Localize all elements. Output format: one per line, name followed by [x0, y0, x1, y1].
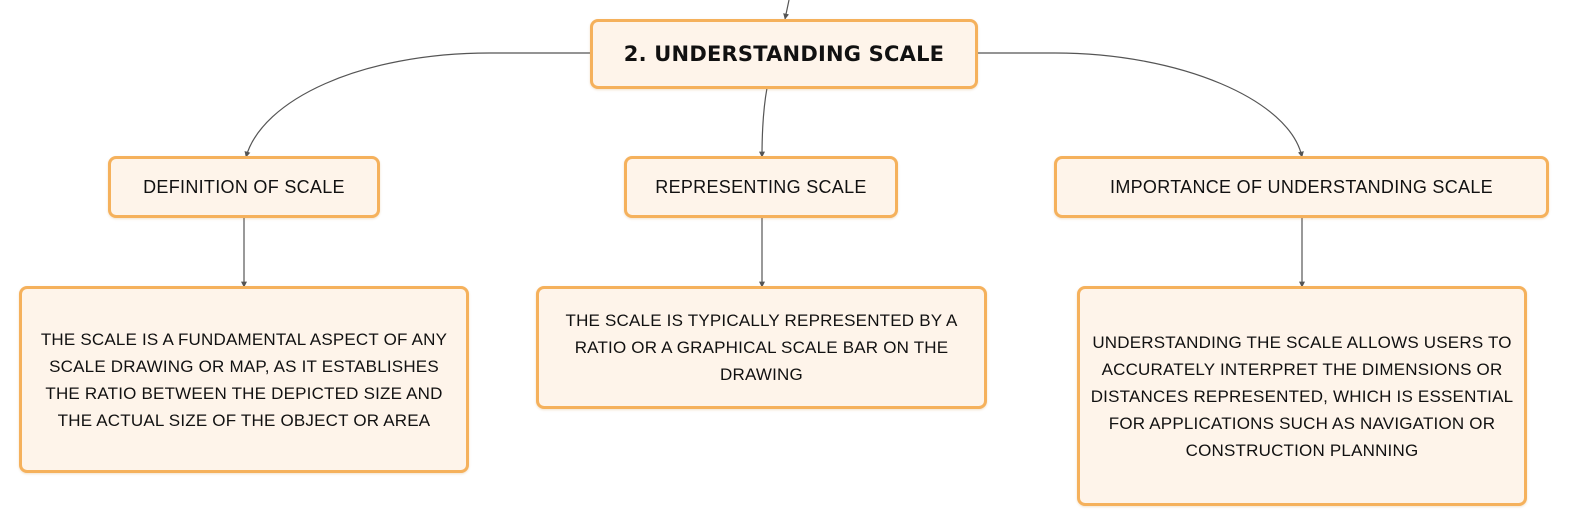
detail-text-representing: THE SCALE IS TYPICALLY REPRESENTED BY A … [565, 311, 958, 384]
connector-incoming [783, 0, 790, 20]
detail-node-representing[interactable]: THE SCALE IS TYPICALLY REPRESENTED BY A … [536, 286, 987, 409]
detail-text-importance: UNDERSTANDING THE SCALE ALLOWS USERS TO … [1090, 332, 1514, 460]
branch-label-importance: IMPORTANCE OF UNDERSTANDING SCALE [1110, 176, 1493, 197]
detail-node-definition[interactable]: THE SCALE IS A FUNDAMENTAL ASPECT OF ANY… [19, 286, 469, 473]
branch-node-representing[interactable]: REPRESENTING SCALE [624, 156, 898, 218]
connector-root-to-representing [759, 87, 768, 158]
detail-text-definition: THE SCALE IS A FUNDAMENTAL ASPECT OF ANY… [40, 329, 448, 430]
branch-node-importance[interactable]: IMPORTANCE OF UNDERSTANDING SCALE [1054, 156, 1549, 218]
connector-root-to-definition [244, 52, 591, 158]
root-node[interactable]: 2. UNDERSTANDING SCALE [590, 19, 978, 89]
detail-node-importance[interactable]: UNDERSTANDING THE SCALE ALLOWS USERS TO … [1077, 286, 1527, 506]
branch-label-definition: DEFINITION OF SCALE [143, 176, 345, 197]
connector-root-to-importance [977, 52, 1304, 158]
root-node-label: 2. UNDERSTANDING SCALE [623, 42, 945, 66]
branch-label-representing: REPRESENTING SCALE [655, 176, 867, 197]
branch-node-definition[interactable]: DEFINITION OF SCALE [108, 156, 380, 218]
